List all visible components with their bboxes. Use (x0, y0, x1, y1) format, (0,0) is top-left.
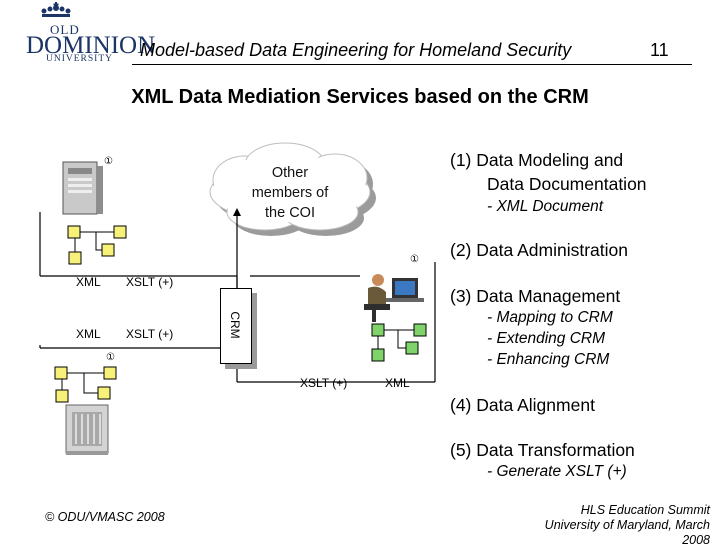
coi-cloud (209, 142, 376, 236)
cloud-text-line: the COI (265, 205, 315, 221)
item-1-line1: (1) Data Modeling and (450, 150, 624, 170)
label-xml-mid: XML (76, 327, 101, 341)
item-3-sub-3: - Enhancing CRM (487, 351, 610, 368)
node-graph-bottom (54, 366, 117, 403)
item-5-sub: - Generate XSLT (+) (487, 463, 627, 480)
page-number: 11 (650, 40, 669, 60)
footer-event-name: HLS Education Summit (580, 503, 710, 517)
crown-icon (41, 2, 71, 17)
footer-copyright: © ODU/VMASC 2008 (45, 510, 165, 524)
label-xslt-bottom: XSLT (+) (300, 376, 348, 390)
label-xml-top: XML (76, 275, 101, 289)
analyst-workstation-icon (364, 274, 424, 322)
item-3-sub-1: - Mapping to CRM (487, 309, 613, 326)
crm-label: CRM (228, 311, 242, 339)
item-1-line2: Data Documentation (487, 174, 647, 194)
logo-text-university: UNIVERSITY (46, 54, 113, 64)
footer-event-place: University of Maryland, March 2008 (544, 518, 710, 547)
item-3-sub-2: - Extending CRM (487, 330, 606, 347)
item-3: (3) Data Management (450, 286, 621, 306)
label-xml-bottom: XML (385, 376, 410, 390)
label-xslt-mid: XSLT (+) (126, 327, 174, 341)
marker-1-top: ① (104, 156, 113, 167)
node-graph-top (67, 225, 127, 265)
marker-1-right: ① (410, 254, 419, 265)
crm-box (220, 288, 252, 364)
header-divider (132, 64, 692, 65)
cloud-label: Other members of the COI (220, 163, 360, 223)
cloud-text-line: members of (251, 185, 329, 201)
item-4: (4) Data Alignment (450, 395, 595, 415)
item-2: (2) Data Administration (450, 240, 628, 260)
logo-text-dominion: DOMINION (26, 32, 156, 59)
university-logo: OLD DOMINION UNIVERSITY (22, 2, 155, 68)
footer-event: HLS Education Summit University of Maryl… (520, 503, 710, 548)
marker-1-bottom: ① (106, 352, 115, 363)
item-5: (5) Data Transformation (450, 440, 635, 460)
header-title: Model-based Data Engineering for Homelan… (140, 40, 572, 60)
label-xslt-top: XSLT (+) (126, 275, 174, 289)
logo-text-old: OLD (50, 22, 80, 37)
rack-server-icon (65, 404, 109, 455)
slide-title: XML Data Mediation Services based on the… (131, 86, 589, 108)
item-1-sub: - XML Document (487, 198, 604, 215)
node-graph-green (371, 323, 427, 362)
cloud-text-line: Other (271, 165, 309, 181)
server-icon (62, 161, 103, 215)
